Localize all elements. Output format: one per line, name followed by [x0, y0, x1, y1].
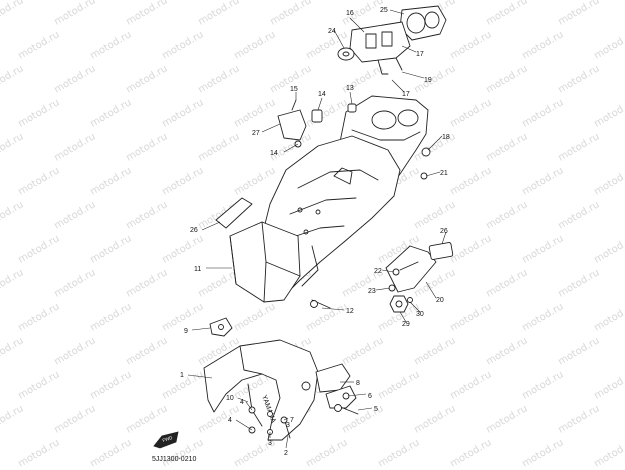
callout-30: 30: [416, 311, 424, 318]
fender-bracket-part: [209, 317, 233, 337]
callout-3b: 3: [286, 422, 290, 429]
yamaha-brand-mark: YAMAHA: [260, 394, 277, 424]
clip-part: [294, 103, 431, 180]
callout-5: 5: [374, 406, 378, 413]
callout-29: 29: [402, 321, 410, 328]
callout-21: 21: [440, 170, 448, 177]
callout-4a: 4: [228, 417, 232, 424]
front-fender-part: YAMAHA: [203, 339, 319, 441]
callout-2: 2: [284, 450, 288, 457]
side-strip-part: [215, 197, 253, 229]
callout-17a: 17: [416, 51, 424, 58]
meter-bracket-part: [349, 21, 411, 75]
meter-cover-part: [399, 5, 447, 41]
callout-12: 12: [346, 308, 354, 315]
callout-7: 7: [290, 417, 294, 424]
callout-labels: 1 2 3 3 4 4 5 6 7 8 9 10 11 12 13 14 14 …: [180, 7, 450, 457]
callout-26a: 26: [440, 228, 448, 235]
callout-18: 18: [442, 134, 450, 141]
callout-10: 10: [226, 395, 234, 402]
callout-6: 6: [368, 393, 372, 400]
front-bracket-part: [301, 363, 359, 415]
callout-15: 15: [290, 86, 298, 93]
front-direction-label: FWD: [162, 435, 174, 443]
callout-14a: 14: [270, 150, 278, 157]
callout-3a: 3: [268, 440, 272, 447]
callout-25: 25: [380, 7, 388, 14]
callout-17b: 17: [402, 91, 410, 98]
callout-11: 11: [194, 266, 201, 273]
drawing-code: 5JJ1300-0210: [152, 456, 196, 463]
callout-24: 24: [328, 28, 336, 35]
callout-26b: 26: [190, 227, 198, 234]
callout-22: 22: [374, 268, 382, 275]
callout-27: 27: [252, 130, 260, 137]
callout-20: 20: [436, 297, 444, 304]
reflector-plate-part: [385, 242, 454, 293]
front-direction-icon: FWD: [153, 431, 179, 449]
callout-9: 9: [184, 328, 188, 335]
bolt-12-part: [310, 299, 331, 309]
lower-fasteners-part: [248, 406, 291, 439]
battery-box-part: [229, 221, 301, 303]
leader-lines: [187, 9, 447, 449]
callout-8: 8: [356, 380, 360, 387]
callout-16: 16: [346, 10, 354, 17]
callout-19: 19: [424, 77, 432, 84]
callout-14b: 14: [318, 91, 326, 98]
seat-bracket-part: [277, 99, 307, 141]
callout-23: 23: [368, 288, 376, 295]
callout-4b: 4: [240, 399, 244, 406]
callout-13: 13: [346, 85, 354, 92]
callout-1: 1: [180, 372, 184, 379]
grommet-part: [337, 47, 355, 61]
